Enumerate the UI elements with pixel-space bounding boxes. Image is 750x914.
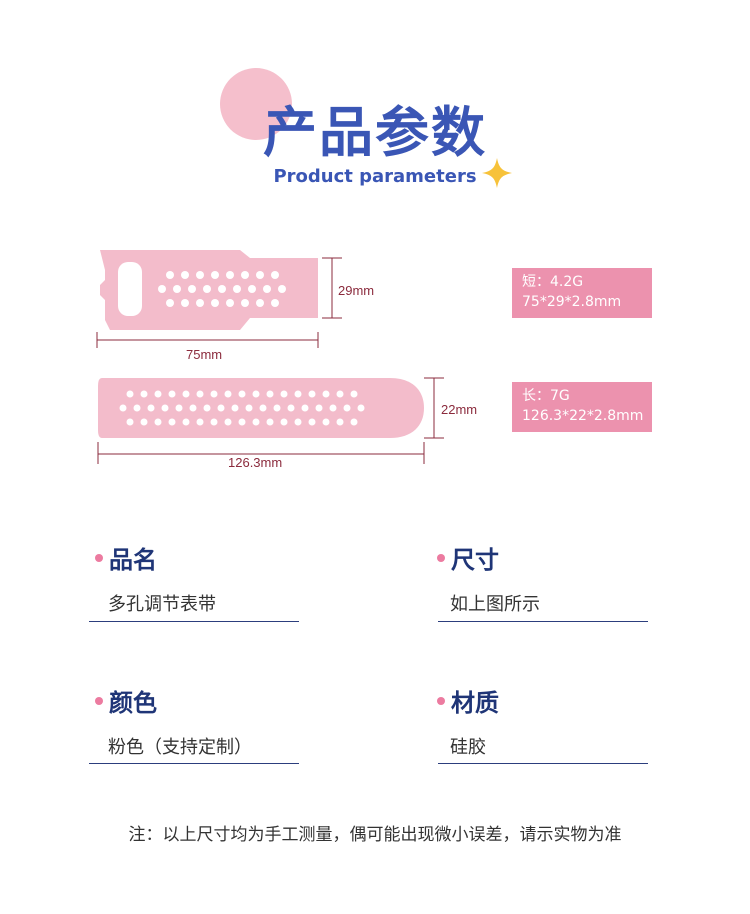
short-strap-weight: 短：4.2G — [522, 274, 584, 290]
long-strap-dimensions: 126.3*22*2.8mm — [522, 408, 644, 424]
material-title: 材质 — [437, 683, 499, 718]
product-name-value: 多孔调节表带 — [108, 594, 216, 615]
size-title-text: 尺寸 — [451, 546, 499, 574]
bullet-dot — [437, 553, 445, 562]
short-strap-image — [96, 250, 342, 348]
long-strap-weight: 长：7G — [522, 388, 570, 404]
divider — [89, 621, 299, 622]
short-strap-width-label: 29mm — [338, 283, 375, 298]
decorative-circle — [220, 68, 292, 140]
short-strap-length-label: 75mm — [186, 347, 223, 362]
page-subtitle: Product parameters — [273, 166, 477, 187]
size-value: 如上图所示 — [450, 594, 540, 615]
short-strap-dimensions: 75*29*2.8mm — [522, 294, 622, 310]
bullet-dot — [95, 553, 103, 562]
bullet-dot — [95, 696, 103, 705]
divider — [438, 621, 648, 622]
star-icon — [482, 158, 512, 188]
long-strap-width-label: 22mm — [441, 402, 478, 417]
product-name-title-text: 品名 — [109, 546, 157, 574]
bullet-dot — [437, 696, 445, 705]
material-value: 硅胶 — [450, 737, 486, 758]
material-title-text: 材质 — [451, 689, 499, 717]
long-strap-length-label: 126.3mm — [228, 455, 283, 470]
long-strap-image — [97, 377, 444, 464]
color-title-text: 颜色 — [109, 689, 157, 717]
color-value: 粉色（支持定制） — [108, 737, 252, 758]
page-title: 产品参数 — [263, 101, 487, 164]
divider — [438, 763, 648, 764]
size-title: 尺寸 — [437, 540, 499, 575]
divider — [89, 763, 299, 764]
short-strap-spec-box: 短：4.2G 75*29*2.8mm — [512, 268, 652, 318]
measurement-note: 注：以上尺寸均为手工测量，偶可能出现微小误差，请示实物为准 — [128, 825, 622, 845]
long-strap-spec-box: 长：7G 126.3*22*2.8mm — [512, 382, 652, 432]
color-title: 颜色 — [95, 683, 157, 718]
product-name-title: 品名 — [95, 540, 157, 575]
